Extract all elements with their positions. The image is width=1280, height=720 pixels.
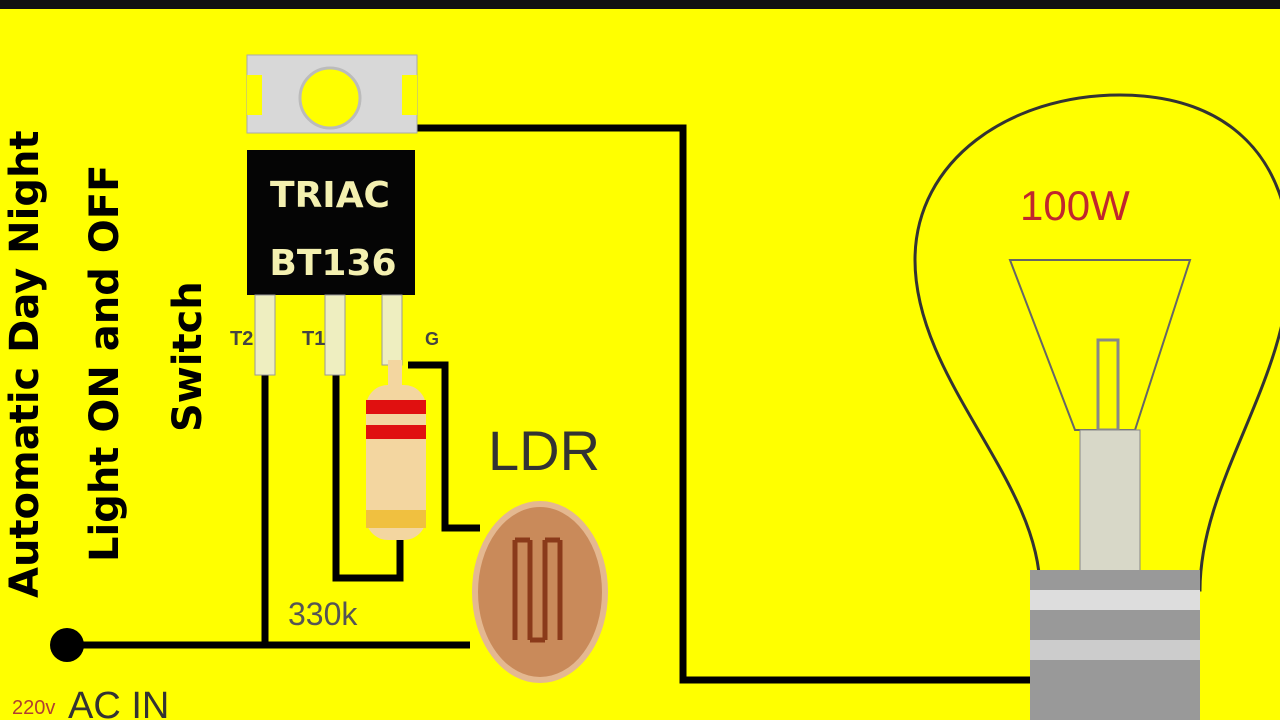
pin-g (381, 294, 403, 366)
wire-gate-to-ldr (408, 361, 480, 532)
resistor: 330k (288, 360, 426, 632)
triac-label-2: BT136 (269, 243, 396, 284)
ldr-body (472, 501, 608, 683)
pin-t2-label: T2 (230, 328, 253, 350)
title-line-2: Light ON and OFF (82, 164, 128, 562)
triac-body (247, 150, 415, 295)
ldr-track (512, 537, 563, 643)
wire-t2-to-lamp (415, 124, 1040, 684)
ac-voltage-label: 220v (12, 697, 55, 719)
pin-t1-label: T1 (302, 328, 325, 350)
resistor-label: 330k (288, 596, 358, 632)
title-line-3: Switch (165, 281, 211, 432)
pin-t1 (324, 294, 346, 376)
resistor-body (366, 385, 426, 540)
lamp-wattage-label: 100W (1020, 182, 1130, 229)
lamp: 100W (913, 93, 1280, 720)
lamp-stem (1079, 429, 1141, 581)
wires (67, 124, 1040, 684)
title-line-1: Automatic Day Night (2, 130, 48, 598)
triac: TRIAC BT136 T2 T1 G (230, 54, 439, 376)
ldr: LDR (472, 419, 608, 683)
pin-t2 (254, 294, 276, 376)
ac-in-label: AC IN (68, 685, 169, 720)
wire-t1-loop (332, 375, 404, 582)
top-border (0, 0, 1280, 9)
pin-g-label: G (425, 329, 439, 349)
ldr-label: LDR (488, 419, 600, 482)
triac-label-1: TRIAC (270, 175, 390, 216)
ac-in-terminal (50, 628, 84, 662)
triac-mount-hole (298, 66, 362, 130)
